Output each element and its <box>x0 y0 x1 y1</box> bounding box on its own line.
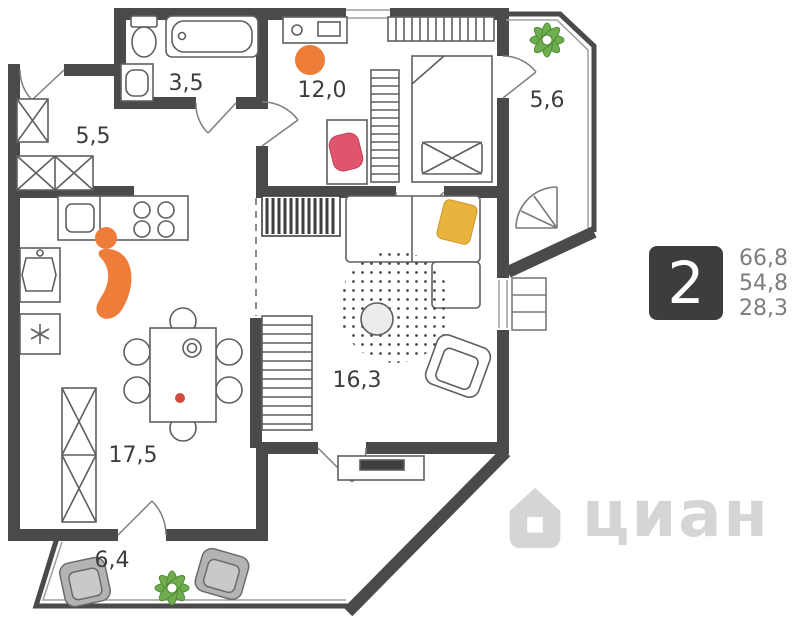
tall-cabinet-icon <box>61 387 97 523</box>
window-top <box>346 9 390 19</box>
person-figure <box>95 227 132 319</box>
sofa-pillow-icon <box>436 199 478 245</box>
wall-bottom-right-diagonal <box>343 447 511 617</box>
balcony-top-glazing <box>506 19 589 228</box>
stove-icon <box>133 201 175 238</box>
bed-icon <box>411 55 493 183</box>
radiator-icon <box>261 195 341 237</box>
glazing-lines <box>41 9 589 601</box>
desk-chair-icon <box>295 45 325 75</box>
side-table-icon <box>360 302 394 336</box>
balcony-armchair-icon <box>59 556 111 608</box>
bedroom-door-arc <box>261 101 299 147</box>
bookshelf-icon <box>261 315 313 431</box>
summary-living-area: 54,8 <box>739 271 788 296</box>
bathroom-sink-icon <box>120 63 154 102</box>
hall-closet-icon <box>16 98 49 143</box>
walls <box>8 8 597 617</box>
armchair-icon <box>424 334 492 398</box>
entry-door-arc <box>19 69 65 101</box>
balcony-top-outline <box>503 11 597 232</box>
kitchen-sink-icon <box>19 247 61 303</box>
summary-areas: 66,8 54,8 28,3 <box>739 246 788 321</box>
summary-total-area: 66,8 <box>739 246 788 271</box>
ac-ledge-icon <box>511 277 547 331</box>
hall-wardrobe-icon <box>16 155 94 191</box>
room-area-bedroom: 12,0 <box>298 78 347 103</box>
summary-kitchen-area: 28,3 <box>739 296 788 321</box>
window-living-right <box>498 280 508 328</box>
drying-rack-icon <box>515 186 558 229</box>
room-labels: 3,5 5,5 12,0 5,6 16,3 17,5 6,4 <box>76 71 565 573</box>
dining-table-icon <box>123 307 243 442</box>
plant-icon <box>154 570 190 606</box>
balcony-bottom-door-arc <box>117 500 167 536</box>
room-area-living: 16,3 <box>333 368 382 393</box>
wardrobe-icon <box>387 16 495 42</box>
balcony-bottom-outline <box>32 537 350 609</box>
bedroom-chair-icon <box>328 132 364 172</box>
room-area-kitchen: 17,5 <box>109 443 158 468</box>
summary-panel: 2 66,8 54,8 28,3 <box>649 246 788 321</box>
watermark-text: циан <box>582 478 770 552</box>
balcony-walls <box>32 11 597 609</box>
balcony-armchair-icon <box>194 547 250 601</box>
balcony-bottom-glazing <box>41 541 346 601</box>
plant-icon <box>529 22 565 58</box>
closet-rail-icon <box>370 69 400 183</box>
room-area-balcony-top: 5,6 <box>530 88 565 113</box>
bathtub-icon <box>165 15 259 58</box>
balcony-top-door-arc <box>502 55 537 99</box>
room-area-hallway: 5,5 <box>76 124 111 149</box>
room-area-balcony-bottom: 6,4 <box>95 548 130 573</box>
bathroom-door-arc <box>195 102 237 134</box>
tv-stand-icon <box>337 455 425 481</box>
rooms-count-badge: 2 <box>649 246 723 320</box>
desk-icon <box>282 16 348 44</box>
toilet-icon <box>130 15 158 58</box>
cian-logo-icon <box>509 487 561 549</box>
rug-icon <box>339 251 451 363</box>
cian-watermark: циан <box>496 472 770 558</box>
fridge-icon <box>19 313 61 355</box>
wall-balcony-top-diagonal <box>505 226 597 278</box>
room-area-bathroom: 3,5 <box>169 71 204 96</box>
rooms-count: 2 <box>667 249 705 317</box>
